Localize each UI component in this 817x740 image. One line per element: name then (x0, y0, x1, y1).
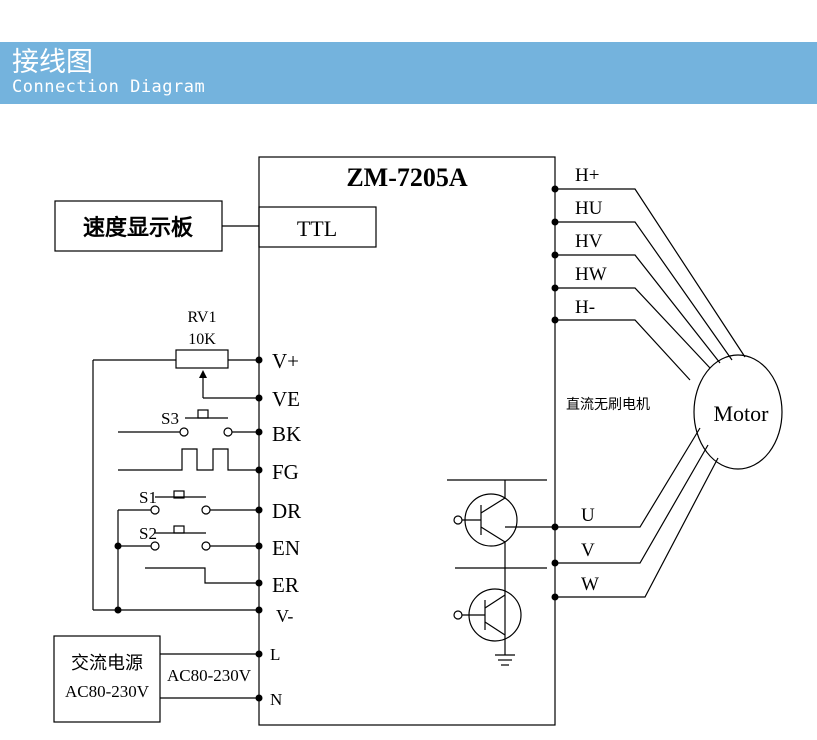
pin-hw: HW (575, 264, 607, 285)
power-supply-box (53, 635, 161, 723)
pin-fg: FG (272, 460, 299, 484)
header-banner: 接线图 Connection Diagram (0, 42, 817, 104)
s1-label: S1 (139, 488, 157, 507)
pin-hv: HV (575, 231, 603, 252)
s3-label: S3 (161, 409, 179, 428)
power-range-box: AC80-230V (65, 682, 150, 701)
power-range-line: AC80-230V (167, 666, 252, 685)
pin-v-minus: V- (276, 606, 293, 626)
pin-h-plus: H+ (575, 165, 599, 186)
pin-ve: VE (272, 387, 300, 411)
pin-er: ER (272, 573, 299, 597)
ttl-label: TTL (297, 216, 337, 241)
pin-v-plus: V+ (272, 349, 299, 373)
pin-bk: BK (272, 422, 301, 446)
header-title-cn: 接线图 (12, 47, 93, 78)
controller-box (258, 156, 556, 726)
pot-name: RV1 (188, 309, 217, 326)
pin-dr: DR (272, 499, 301, 523)
pin-en: EN (272, 536, 300, 560)
motor-circle (693, 354, 783, 470)
s2-label: S2 (139, 524, 157, 543)
potentiometer-body (175, 349, 229, 369)
pin-n: N (270, 690, 282, 709)
pin-v: V (581, 540, 595, 561)
speed-display-label: 速度显示板 (83, 215, 194, 241)
pin-hu: HU (575, 198, 603, 219)
ttl-box (258, 206, 377, 248)
pin-h-minus: H- (575, 297, 595, 318)
motor-label: Motor (714, 401, 770, 426)
pin-l: L (270, 645, 280, 664)
header-title-en: Connection Diagram (12, 77, 206, 97)
pin-w: W (581, 574, 599, 595)
power-label-cn: 交流电源 (71, 653, 143, 674)
pot-value: 10K (188, 331, 216, 348)
model-label: ZM-7205A (346, 163, 468, 192)
pin-u: U (581, 505, 595, 526)
motor-type-label: 直流无刷电机 (566, 396, 650, 413)
